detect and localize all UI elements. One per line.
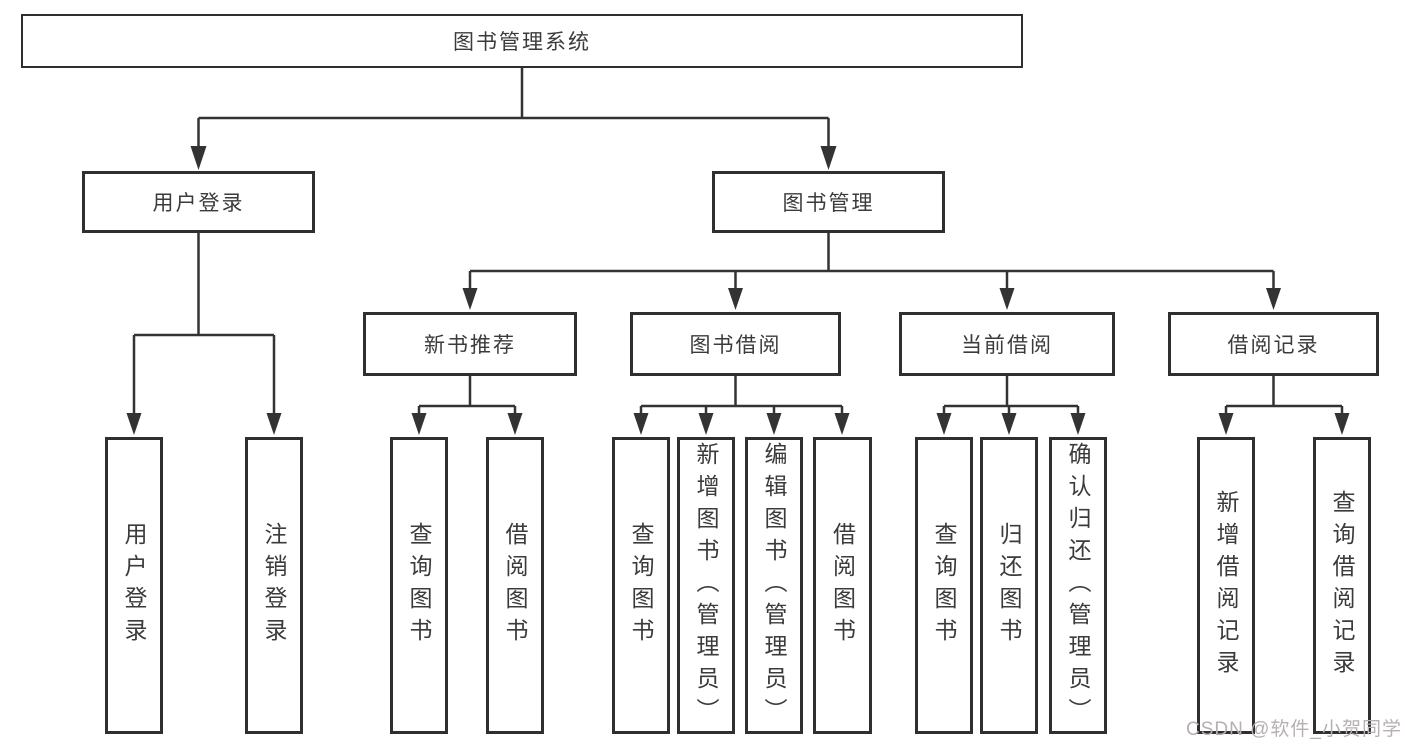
leaf-confirm-return-admin: 确认归还（管理员） xyxy=(1049,437,1107,734)
leaf-add-borrow-record: 新增借阅记录 xyxy=(1197,437,1255,734)
watermark: CSDN @软件_小贺同学 xyxy=(1186,719,1402,740)
leaf-query-book-3: 查询图书 xyxy=(915,437,973,734)
leaf-query-book-1: 查询图书 xyxy=(390,437,448,734)
leaf-return-book: 归还图书 xyxy=(980,437,1038,734)
leaf-borrow-book-2: 借阅图书 xyxy=(813,437,872,734)
leaf-query-book-2: 查询图书 xyxy=(612,437,670,734)
node-borrow-record: 借阅记录 xyxy=(1168,312,1379,376)
leaf-user-login: 用户登录 xyxy=(105,437,163,734)
node-user-login: 用户登录 xyxy=(82,171,315,233)
connector-paths xyxy=(132,68,1344,416)
leaf-borrow-book-1: 借阅图书 xyxy=(486,437,544,734)
node-library-system: 图书管理系统 xyxy=(21,14,1023,68)
node-book-borrow: 图书借阅 xyxy=(630,312,841,376)
node-book-management: 图书管理 xyxy=(712,171,945,233)
node-current-borrow: 当前借阅 xyxy=(899,312,1115,376)
leaf-query-borrow-record: 查询借阅记录 xyxy=(1313,437,1371,734)
node-new-book-recommend: 新书推荐 xyxy=(363,312,577,376)
leaf-logout: 注销登录 xyxy=(245,437,303,734)
leaf-add-book-admin: 新增图书（管理员） xyxy=(677,437,735,734)
arrowheads xyxy=(126,146,1350,435)
leaf-edit-book-admin: 编辑图书（管理员） xyxy=(745,437,803,734)
